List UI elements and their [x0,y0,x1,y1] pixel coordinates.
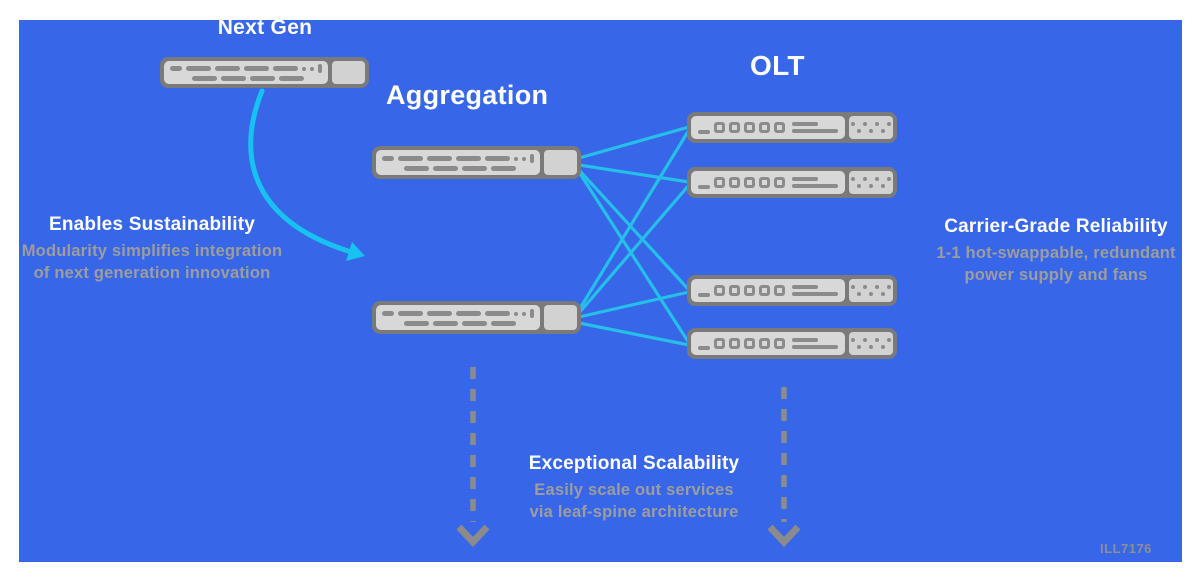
olt-faceplate [691,171,845,194]
olt-faceplate [691,332,845,355]
reliability-line1: 1-1 hot-swappable, redundant [936,244,1176,262]
olt-device-3-icon [687,275,897,306]
olt-faceplate [691,116,845,139]
next-gen-label: Next Gen [217,16,313,39]
aggregation-switch-2-icon [372,301,581,334]
scalability-line2: via leaf-spine architecture [529,502,739,521]
switch-faceplate [376,305,540,330]
olt-device-4-icon [687,328,897,359]
scalability-note: Exceptional Scalability Easily scale out… [488,453,780,524]
led-dashes [192,76,322,81]
sustainability-line2: of next generation innovation [33,263,271,282]
led-dashes [382,154,534,163]
olt-device-2-icon [687,167,897,198]
status-grill [792,285,838,296]
reliability-note: Carrier-Grade Reliability 1-1 hot-swappa… [918,216,1194,287]
status-grill [792,122,838,133]
switch-faceplate [376,150,540,175]
figure-id: ILL7176 [1100,541,1152,556]
olt-vent-dots [849,332,893,355]
olt-label: OLT [750,50,805,81]
olt-faceplate [691,279,845,302]
olt-vent-dots [849,171,893,194]
next-gen-switch-icon [160,57,369,88]
olt-device-1-icon [687,112,897,143]
led-dashes [404,166,534,171]
aggregation-switch-1-icon [372,146,581,179]
switch-faceplate [164,61,328,84]
scalability-line1: Easily scale out services [534,481,734,499]
status-grill [792,338,838,349]
aggregation-label: Aggregation [386,80,549,110]
olt-vent-dots [849,116,893,139]
led-dashes [382,309,534,318]
switch-expansion-bay [332,61,365,84]
sustainability-note: Enables Sustainability Modularity simpli… [8,214,296,285]
led-dashes [404,321,534,326]
sustainability-title: Enables Sustainability [48,214,256,235]
reliability-line2: power supply and fans [964,265,1148,284]
olt-vent-dots [849,279,893,302]
led-dashes [170,64,322,73]
switch-expansion-bay [544,305,577,330]
status-grill [792,177,838,188]
scalability-title: Exceptional Scalability [528,453,740,474]
sustainability-line1: Modularity simplifies integration [21,242,283,260]
switch-expansion-bay [544,150,577,175]
reliability-title: Carrier-Grade Reliability [944,216,1168,237]
